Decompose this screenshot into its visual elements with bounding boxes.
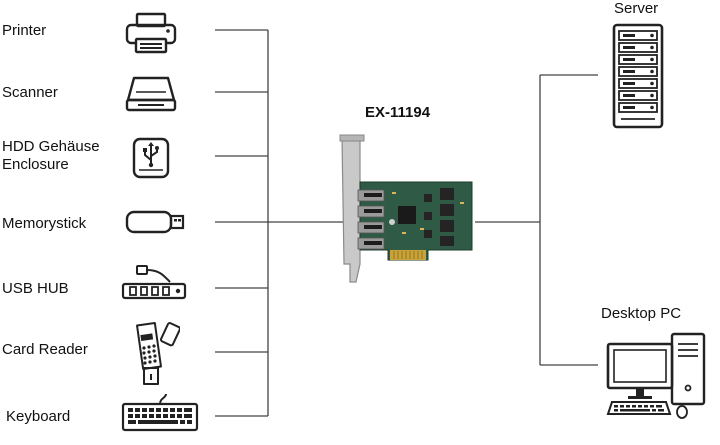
server-icon [612,23,664,129]
device-label-hdd-line2: Enclosure [2,156,69,173]
card-reader-icon [136,321,180,385]
device-label-scanner: Scanner [2,84,58,101]
host-label-server: Server [614,0,659,17]
device-label-hdd: HDD Gehäuse [2,138,100,155]
device-label-memorystick: Memorystick [2,215,87,232]
device-label-printer: Printer [2,22,47,39]
card-title: EX-11194 [365,104,431,121]
desktop-pc-icon [606,332,706,419]
host-label-desktop-pc: Desktop PC [601,305,682,322]
device-label-keyboard: Keyboard [6,408,71,425]
usb-drive-icon [132,137,170,179]
usb-hub-icon [121,265,187,300]
scanner-icon [125,76,177,112]
device-label-usbhub: USB HUB [2,280,69,297]
memory-stick-icon [125,210,185,234]
device-label-cardreader: Card Reader [2,341,88,358]
pcie-usb-card-icon [339,134,473,283]
printer-icon [125,12,177,54]
keyboard-icon [121,393,199,432]
